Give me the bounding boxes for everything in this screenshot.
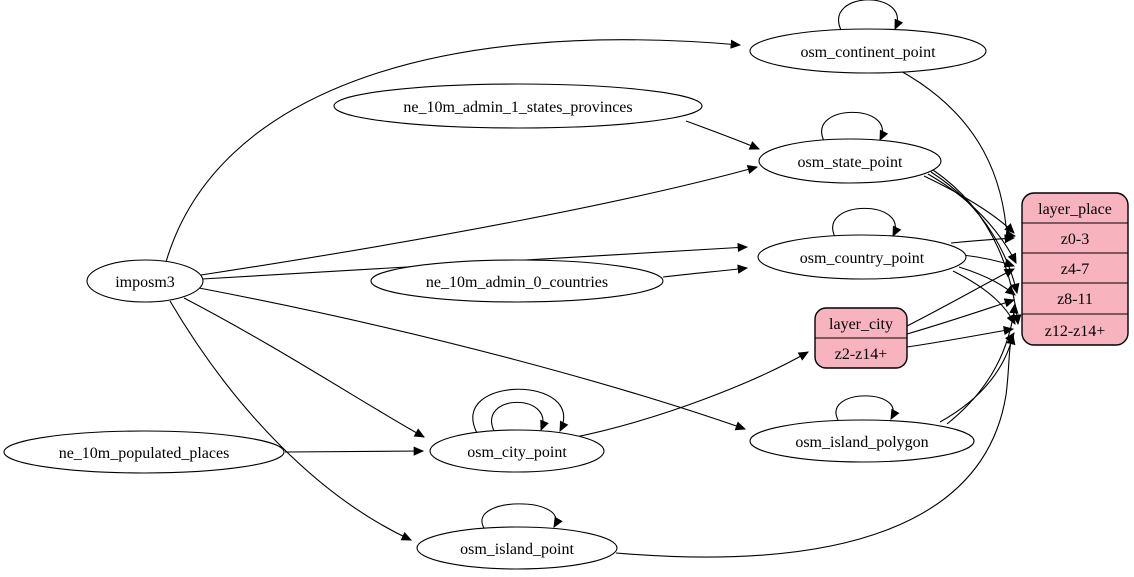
node-ne_10m_populated_places: ne_10m_populated_places (3, 430, 285, 474)
node-layer_city: layer_city z2-z14+ (814, 307, 908, 369)
node-osm_city_point: osm_city_point (429, 429, 605, 473)
edge-osm_city_point-layer_city-z2-z14 (570, 351, 809, 439)
node-osm_city_point-label: osm_city_point (467, 444, 567, 461)
edge-imposm3-osm_state_point (200, 165, 759, 276)
node-layer_place-label: layer_place (1038, 201, 1112, 218)
node-osm_continent_point-shape (749, 28, 987, 74)
selfloop-osm_island_polygon (835, 395, 900, 421)
selfloop-osm_city_point-outer (472, 388, 569, 434)
layer_place-row-z8-11: z8-11 (1057, 291, 1093, 308)
edge-osm_island_polygon-layer_place-z12-z14 (939, 333, 1016, 423)
node-ne_10m_admin_0_countries-shape (370, 259, 664, 303)
nodes-layer: imposm3 ne_10m_admin_1_states_provinces … (3, 28, 1129, 570)
selfloop-osm_city_point-inner (491, 401, 549, 432)
node-ne_10m_admin_0_countries-label: ne_10m_admin_0_countries (426, 274, 608, 291)
edge-osm_country_point-layer_place-z8-11 (958, 266, 1016, 296)
edge-osm_country_point-layer_place-z12-z14 (952, 270, 1016, 325)
layer_place-row-z4-7: z4-7 (1061, 261, 1089, 278)
node-osm_country_point: osm_country_point (757, 234, 967, 280)
node-layer_city-label: layer_city (829, 316, 893, 333)
edge-osm_country_point-layer_place-z0-3 (950, 234, 1016, 244)
node-osm_state_point: osm_state_point (758, 138, 942, 184)
edge-ne_10m_populated_places-osm_city_point (284, 446, 425, 456)
node-osm_continent_point-label: osm_continent_point (800, 44, 936, 61)
node-osm_island_polygon-label: osm_island_polygon (795, 434, 928, 451)
node-ne_10m_admin_1_states_provinces: ne_10m_admin_1_states_provinces (333, 83, 703, 129)
node-imposm3-label: imposm3 (115, 274, 175, 291)
node-imposm3: imposm3 (86, 259, 204, 303)
selfloop-osm_country_point (832, 207, 902, 238)
edge-imposm3-osm_island_point (169, 300, 412, 541)
edges-layer (165, 0, 1022, 558)
node-osm_continent_point: osm_continent_point (749, 28, 987, 74)
node-osm_state_point-label: osm_state_point (798, 154, 903, 171)
edge-imposm3-osm_city_point (183, 297, 425, 438)
edge-osm_country_point-layer_place-z4-7 (962, 254, 1016, 268)
layer_city-row-z2-z14: z2-z14+ (835, 346, 888, 363)
node-osm_island_point-label: osm_island_point (460, 541, 574, 558)
node-layer_place: layer_place z0-3 z4-7 z8-11 z12-z14+ (1021, 192, 1129, 346)
node-ne_10m_populated_places-label: ne_10m_populated_places (59, 445, 230, 462)
node-ne_10m_admin_1_states_provinces-shape (333, 83, 703, 129)
edge-osm_island_point-layer_place-z12-z14 (615, 332, 1015, 558)
node-layer_place-shape (1021, 192, 1129, 346)
edge-layer_city-layer_place-z12-z14 (906, 326, 1015, 348)
node-osm_city_point-shape (429, 429, 605, 473)
selfloop-osm_continent_point (838, 0, 904, 31)
edge-osm_state_point-layer_place-z0-3 (923, 175, 1015, 234)
node-osm_state_point-shape (758, 138, 942, 184)
edge-layer_city-layer_place-z4-7 (906, 268, 1015, 327)
node-osm_island_polygon: osm_island_polygon (749, 419, 975, 463)
edge-imposm3-osm_continent_point (165, 39, 742, 263)
node-imposm3-shape (86, 259, 204, 303)
node-osm_country_point-shape (757, 234, 967, 280)
edge-osm_island_polygon-layer_place-z8-11 (946, 302, 1019, 425)
node-osm_island_point-shape (416, 526, 618, 570)
node-ne_10m_admin_0_countries: ne_10m_admin_0_countries (370, 259, 664, 303)
edge-ne_10m_admin_1_states_provinces-osm_state_point (685, 120, 761, 150)
node-osm_country_point-label: osm_country_point (800, 250, 925, 267)
edge-osm_state_point-layer_place-z8-11 (930, 171, 1020, 295)
edge-imposm3-osm_island_polygon (198, 287, 747, 431)
edge-ne_10m_admin_0_countries-osm_country_point (662, 264, 749, 278)
selfloop-osm_island_point (481, 503, 563, 529)
layer_place-row-z0-3: z0-3 (1061, 231, 1089, 248)
edge-layer_city-layer_place-z8-11 (906, 298, 1016, 335)
node-osm_island_polygon-shape (749, 419, 975, 463)
edge-osm_state_point-layer_place-z4-7 (927, 173, 1017, 264)
node-osm_island_point: osm_island_point (416, 526, 618, 570)
layer_place-row-z12-z14: z12-z14+ (1045, 323, 1106, 340)
selfloop-osm_state_point (821, 111, 889, 142)
node-ne_10m_admin_1_states_provinces-label: ne_10m_admin_1_states_provinces (403, 99, 632, 116)
node-ne_10m_populated_places-shape (3, 430, 285, 474)
